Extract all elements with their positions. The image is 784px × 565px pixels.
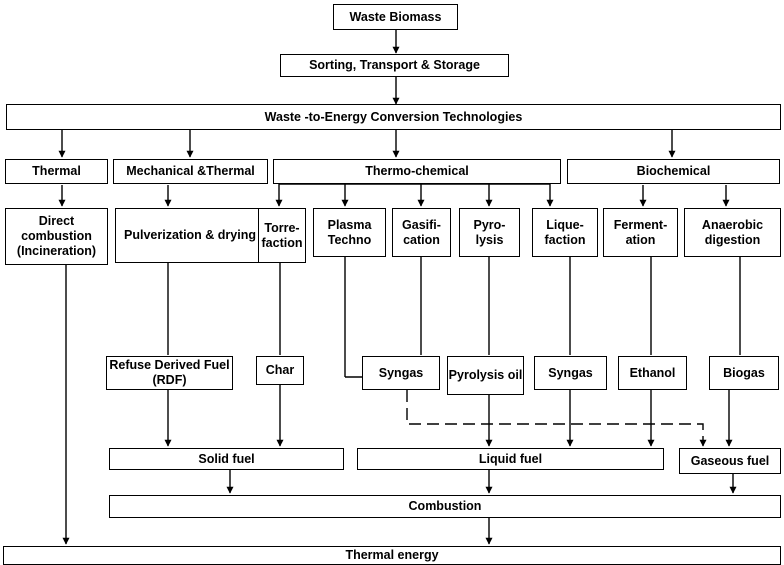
node-combustion: Combustion	[109, 495, 781, 518]
dashed-syngas-to-gaseous	[406, 390, 707, 447]
node-pyrolysis: Pyro-lysis	[459, 208, 520, 257]
node-torrefaction: Torre-faction	[258, 208, 306, 263]
node-sorting-transport-storage: Sorting, Transport & Storage	[280, 54, 509, 77]
node-biochemical: Biochemical	[567, 159, 780, 184]
node-waste-biomass: Waste Biomass	[333, 4, 458, 30]
node-biogas: Biogas	[709, 356, 779, 390]
node-gaseous-fuel: Gaseous fuel	[679, 448, 781, 474]
node-pulverization-drying: Pulverization & drying	[115, 208, 265, 263]
node-thermo-chemical: Thermo-chemical	[273, 159, 561, 184]
node-waste-to-energy-technologies: Waste -to-Energy Conversion Technologies	[6, 104, 781, 130]
node-liquid-fuel: Liquid fuel	[357, 448, 664, 470]
node-thermal: Thermal	[5, 159, 108, 184]
node-mechanical-thermal: Mechanical &Thermal	[113, 159, 268, 184]
node-plasma-techno: Plasma Techno	[313, 208, 386, 257]
node-fermentation: Ferment-ation	[603, 208, 678, 257]
node-thermal-energy: Thermal energy	[3, 546, 781, 565]
node-char: Char	[256, 356, 304, 385]
node-syngas-1: Syngas	[362, 356, 440, 390]
node-rdf: Refuse Derived Fuel (RDF)	[106, 356, 233, 390]
node-solid-fuel: Solid fuel	[109, 448, 344, 470]
node-pyrolysis-oil: Pyrolysis oil	[447, 356, 524, 395]
node-direct-combustion: Direct combustion (Incineration)	[5, 208, 108, 265]
node-gasification: Gasifi-cation	[392, 208, 451, 257]
node-syngas-2: Syngas	[534, 356, 607, 390]
node-liquefaction: Lique-faction	[532, 208, 598, 257]
node-ethanol: Ethanol	[618, 356, 687, 390]
node-anaerobic-digestion: Anaerobic digestion	[684, 208, 781, 257]
